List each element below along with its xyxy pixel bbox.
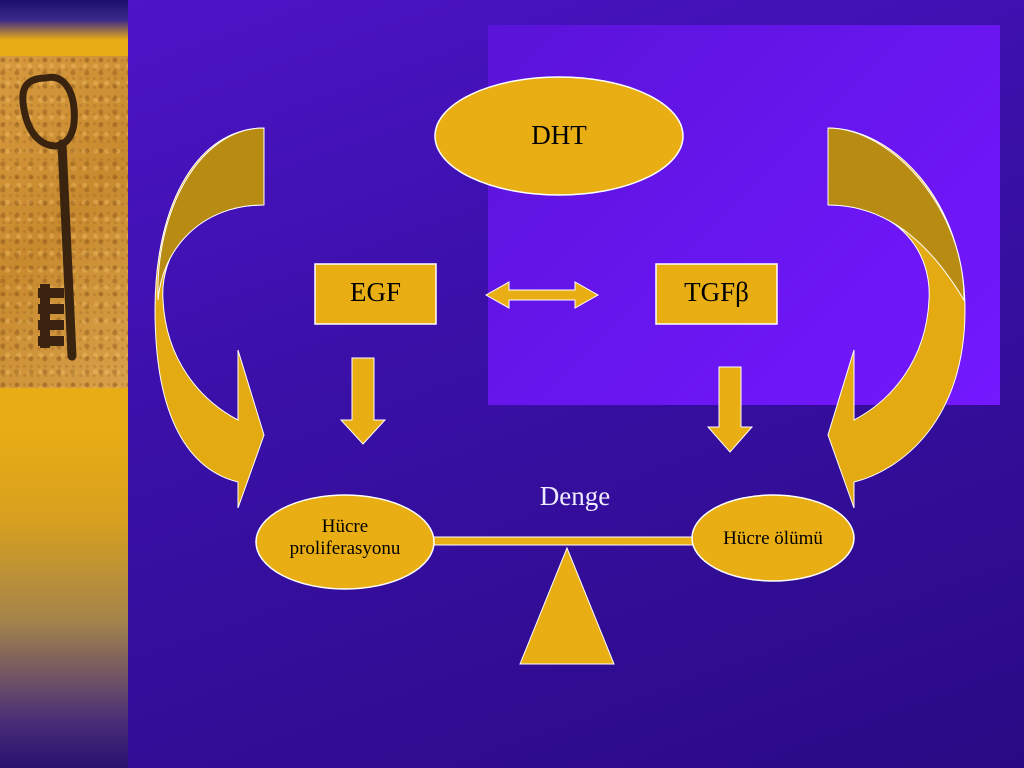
tgf-node: [655, 263, 778, 325]
tgf-down-arrow: [706, 366, 754, 453]
egf-down-arrow: [339, 357, 387, 445]
left-curved-arrow-shade: [157, 127, 265, 301]
proliferation-node: [255, 494, 435, 590]
right-curved-arrow-shade: [827, 127, 965, 302]
egf-node: [314, 263, 437, 325]
egf-label: EGF: [349, 277, 401, 307]
balance-beam: [431, 536, 697, 546]
dht-label: DHT: [531, 120, 587, 150]
proliferation-label-line2: proliferasyonu: [289, 537, 401, 559]
tgf-label: TGFβ: [684, 277, 749, 307]
balance-label: Denge: [539, 481, 611, 511]
dht-node: [434, 76, 684, 196]
double-arrow-icon: [484, 281, 600, 309]
proliferation-label-line1: Hücre: [321, 516, 369, 537]
balance-fulcrum: [519, 546, 615, 665]
cell-death-label: Hücre ölümü: [723, 528, 823, 549]
cell-death-node: [691, 494, 855, 582]
key-photo: [0, 56, 128, 388]
proliferation-label: Hücre proliferasyonu: [256, 516, 434, 560]
antique-key-icon: [19, 73, 78, 361]
